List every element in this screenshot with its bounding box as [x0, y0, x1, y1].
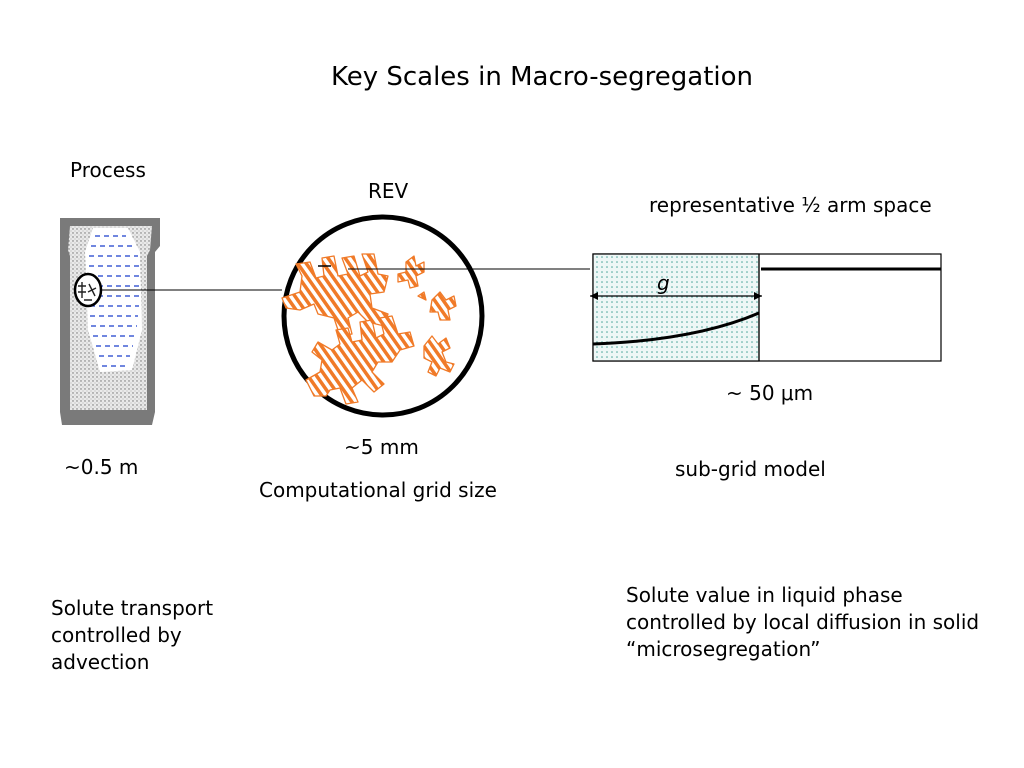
- subgrid-caption: sub-grid model: [675, 457, 826, 481]
- ingot-icon: [60, 218, 160, 425]
- mini-dendrite-icon: [78, 282, 97, 301]
- dendrite-icon: [281, 253, 457, 405]
- subgrid-description-line: “microsegregation”: [626, 637, 821, 661]
- process-label: Process: [70, 158, 146, 182]
- subgrid-description-line: controlled by local diffusion in solid: [626, 610, 980, 634]
- mini-rev-ellipse: [73, 272, 103, 308]
- arm-space-box: g: [590, 253, 942, 362]
- process-scale: ~0.5 m: [64, 455, 139, 479]
- mu-symbol: μ: [780, 381, 794, 405]
- rev-label: REV: [368, 179, 409, 203]
- liquid-core-lines: [89, 235, 139, 367]
- g-fraction-arrow: [590, 292, 762, 300]
- rev-circle-icon: [281, 214, 485, 418]
- slide-title: Key Scales in Macro-segregation: [330, 62, 754, 92]
- arm-space-label: representative ½ arm space: [649, 193, 932, 217]
- rev-caption: Computational grid size: [259, 478, 497, 502]
- subgrid-description-line: Solute value in liquid phase: [626, 583, 903, 607]
- rev-scale: ~5 mm: [344, 435, 419, 459]
- arm-space-scale: ~ 50 μm: [726, 381, 814, 405]
- solid-concentration-curve: [592, 311, 760, 346]
- g-label: g: [657, 271, 670, 295]
- process-description: Solute transport controlled by advection: [51, 596, 214, 674]
- subgrid-description: Solute value in liquid phase controlled …: [626, 582, 1016, 663]
- solid-region: [592, 253, 760, 362]
